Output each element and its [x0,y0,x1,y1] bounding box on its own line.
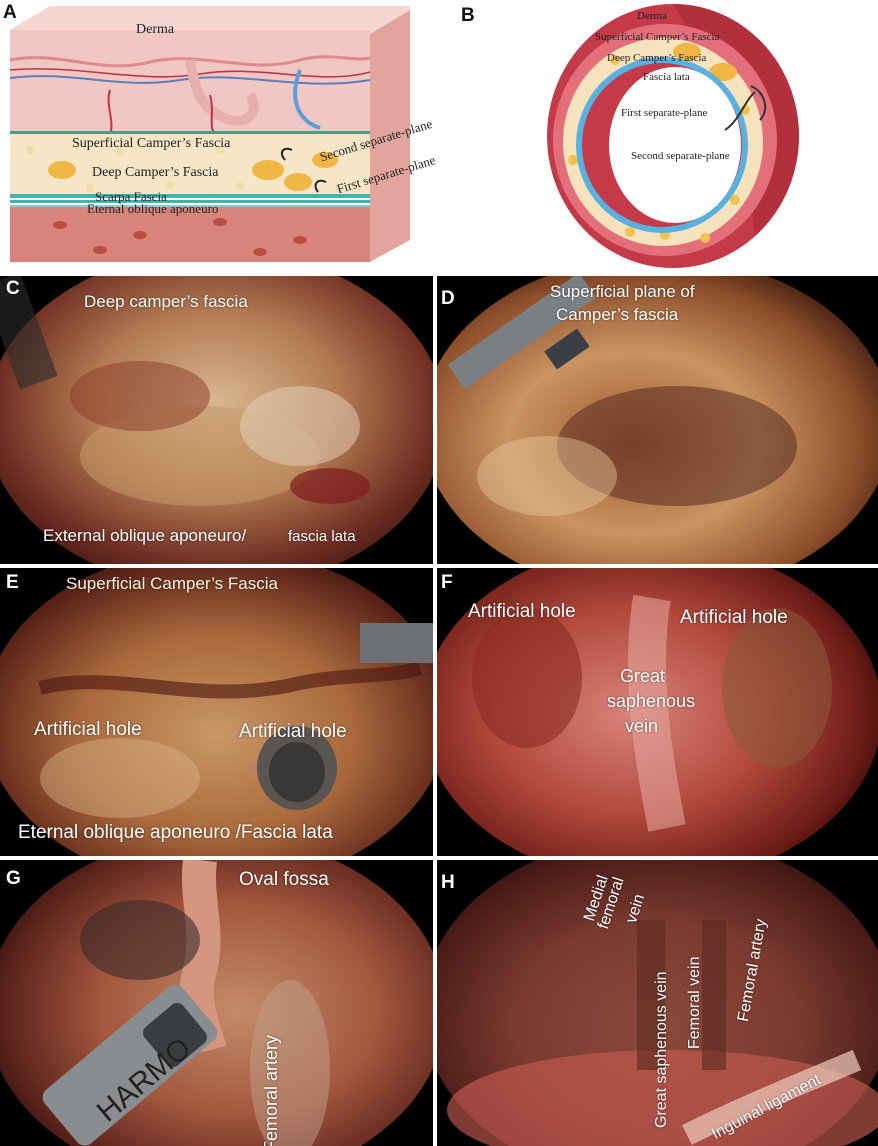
label-b-superficial-camper: Superficial Camper’s Fascia [595,31,720,43]
label-superficial-campers-fascia-e: Superficial Camper’s Fascia [66,574,278,593]
endoscopic-view-e [0,568,433,856]
label-artificial-hole-right-f: Artificial hole [680,607,788,628]
label-b-first-plane: First separate-plane [621,107,708,119]
endoscopic-view-g: HARMO [0,860,433,1146]
label-great-saphenous-2: saphenous [607,691,696,711]
endoscopic-view-d [437,276,878,564]
label-aponeuro: Eternal oblique aponeuro [87,201,219,216]
panel-letter-a: A [3,2,17,23]
endoscopic-view-f [437,568,878,856]
label-derma: Derma [136,22,175,37]
label-fascia-lata-c: fascia lata [288,528,356,545]
label-artificial-hole-left-f: Artificial hole [468,601,576,622]
label-great-saphenous-vein-h: Great saphenous vein [653,971,670,1128]
label-b-second-plane: Second separate-plane [631,150,730,162]
label-superficial-camper: Superficial Camper’s Fascia [72,136,231,151]
label-superficial-plane-line1: Superficial plane of [550,282,695,301]
label-artificial-hole-right-e: Artificial hole [239,721,347,742]
label-superficial-plane-line2: Camper’s fascia [556,305,679,324]
panel-letter-b: B [461,5,475,26]
label-great-saphenous-3: vein [625,716,659,736]
label-scarpa-fascia: Scarpa Fascia [95,189,167,204]
label-great-saphenous-1: Great [620,666,666,686]
panel-letter-e: E [6,572,19,593]
panel-h-endoscopic-photo: H Medial femoral vein Great saphenous ve… [437,860,878,1146]
label-femoral-vein-h: Femoral vein [686,956,703,1049]
panel-e-endoscopic-photo: E Superficial Camper’s Fascia Artificial… [0,568,433,856]
label-oval-fossa: Oval fossa [239,869,329,890]
tissue-layers-illustration [9,6,410,262]
label-eternal-oblique-e: Eternal oblique aponeuro /Fascia lata [18,822,333,843]
panel-letter-h: H [441,872,455,893]
label-deep-camper: Deep Camper’s Fascia [92,165,219,180]
label-external-oblique-aponeuro: External oblique aponeuro/ [43,526,247,545]
panel-g-endoscopic-photo: HARMO G Oval fossa Femoral artery [0,860,433,1146]
endoscopic-view-c [0,276,433,564]
label-b-fascia-lata: Fascia lata [643,71,690,83]
label-femoral-artery-g: Femoral artery [261,1034,281,1146]
panel-c-endoscopic-photo: C Deep camper’s fascia External oblique … [0,276,433,564]
label-deep-campers-fascia: Deep camper’s fascia [84,292,248,311]
label-b-derma: Derma [637,10,667,22]
panel-letter-f: F [441,572,453,593]
label-artificial-hole-left-e: Artificial hole [34,719,142,740]
panel-letter-g: G [6,868,21,889]
endoscopic-view-h [437,860,878,1146]
label-b-deep-camper: Deep Camper’s Fascia [607,52,707,64]
panel-b-diagram: B Derma Superficial Camper’s Fascia Deep… [455,0,878,272]
panel-f-endoscopic-photo: F Artificial hole Artificial hole Great … [437,568,878,856]
ring-layers-illustration [547,4,799,268]
panel-letter-d: D [441,288,455,309]
panel-a-diagram: A [0,0,455,272]
panel-letter-c: C [6,278,20,299]
panel-d-endoscopic-photo: D Superficial plane of Camper’s fascia [437,276,878,564]
